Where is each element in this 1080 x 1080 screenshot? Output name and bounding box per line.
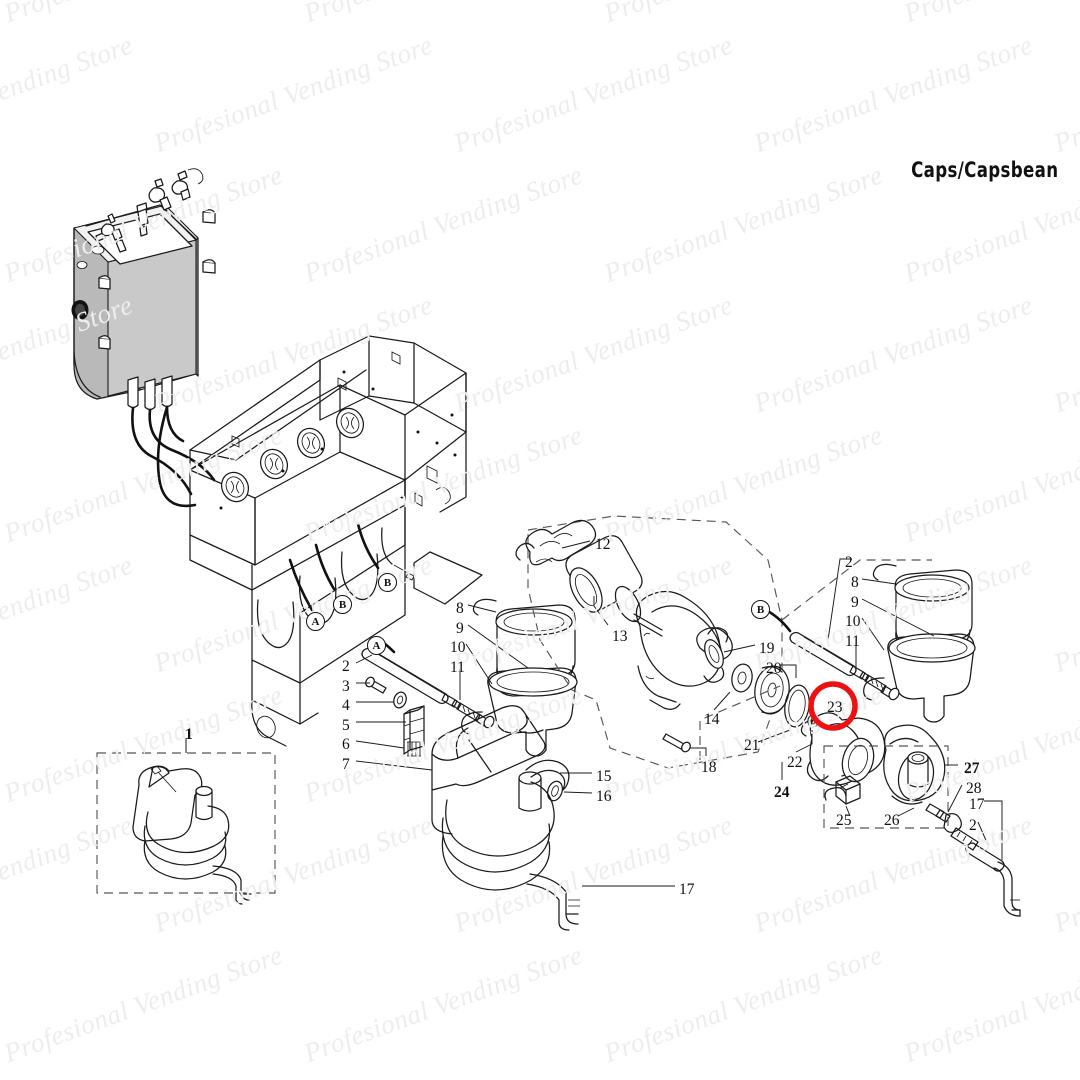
callout-number-10b: 10 <box>845 613 861 630</box>
callout-number-7: 7 <box>342 756 350 773</box>
callout-number-27: 27 <box>964 760 980 777</box>
machine-chassis <box>189 335 483 747</box>
callout-letter-B: B <box>333 595 352 614</box>
callout-number-23: 23 <box>827 699 843 716</box>
callout-letter-A: A <box>306 612 325 631</box>
callout-number-1: 1 <box>185 726 193 743</box>
callout-number-20: 20 <box>766 660 782 677</box>
callout-number-26: 26 <box>884 812 900 829</box>
leader-lines <box>185 540 1003 887</box>
callout-number-11b: 11 <box>845 633 860 650</box>
callout-number-28: 28 <box>966 780 982 797</box>
callout-number-9b: 9 <box>851 594 859 611</box>
callout-letter-B2: B <box>378 573 397 592</box>
callout-number-17b: 17 <box>969 796 985 813</box>
callout-number-8: 8 <box>456 600 464 617</box>
callout-number-24: 24 <box>774 784 790 801</box>
callout-number-11: 11 <box>450 659 465 676</box>
callout-number-6: 6 <box>342 736 350 753</box>
callout-letter-A2: A <box>367 636 386 655</box>
callout-number-10: 10 <box>450 639 466 656</box>
right-group <box>699 559 1021 917</box>
callout-number-2b: 2 <box>969 817 977 834</box>
callout-number-15: 15 <box>596 768 612 785</box>
item-1-assembly <box>96 740 276 905</box>
callout-number-16: 16 <box>596 788 612 805</box>
page-title: Caps/Capsbean <box>910 158 1058 182</box>
hardware-group-2-11 <box>361 598 578 757</box>
callout-number-21: 21 <box>744 737 760 754</box>
callout-number-14: 14 <box>704 711 720 728</box>
callout-number-25: 25 <box>836 812 852 829</box>
callout-letter-B3: B <box>751 600 770 619</box>
callout-number-22: 22 <box>787 754 803 771</box>
callout-number-18: 18 <box>701 759 717 776</box>
callout-number-5: 5 <box>342 717 350 734</box>
callout-number-17: 17 <box>679 881 695 898</box>
item-7-body <box>431 705 580 931</box>
callout-number-13: 13 <box>612 628 628 645</box>
callout-number-12: 12 <box>595 536 611 553</box>
callout-number-3: 3 <box>342 678 350 695</box>
water-tank-assembly <box>71 168 216 508</box>
callout-number-8b: 8 <box>851 574 859 591</box>
callout-number-2c: 2 <box>845 554 853 571</box>
tank-valves <box>76 168 204 269</box>
callout-number-19: 19 <box>759 640 775 657</box>
callout-number-2: 2 <box>342 658 350 675</box>
callout-number-9: 9 <box>456 620 464 637</box>
chassis-ports <box>220 407 365 503</box>
callout-number-4: 4 <box>342 697 350 714</box>
